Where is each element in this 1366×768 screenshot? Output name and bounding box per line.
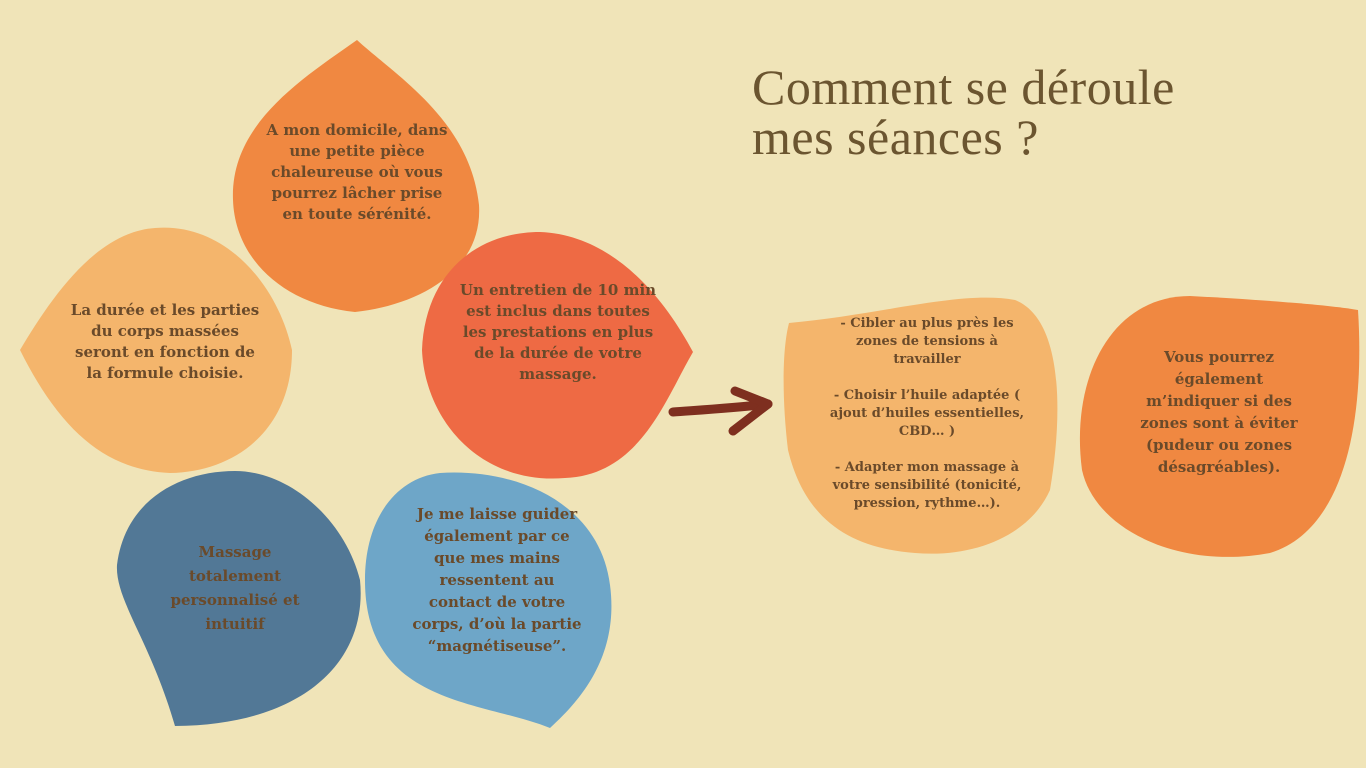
petal-top-shape [232, 40, 480, 312]
petal-right-shape [422, 232, 693, 479]
note-blob-shape [1079, 296, 1360, 557]
title-line-1: Comment se déroule [752, 59, 1175, 115]
petal-bottom-right-shape [365, 472, 612, 728]
page-title: Comment se déroule mes séances ? [752, 62, 1332, 162]
detail-item-3: - Adapter mon massage à votre sensibilit… [832, 460, 1022, 511]
petal-left-shape [20, 227, 292, 473]
details-blob-shape [783, 297, 1058, 554]
petal-right-text: Un entretien de 10 min est inclus dans t… [459, 281, 657, 383]
arrow-shaft [668, 399, 773, 417]
petal-left-text: La durée et les parties du corps massées… [70, 301, 260, 382]
details-list: - Cibler au plus près les zones de tensi… [824, 315, 1030, 513]
title-line-2: mes séances ? [752, 109, 1039, 165]
petal-bottom-left-shape [116, 471, 361, 726]
arrow-head [728, 386, 773, 436]
petal-bottom-right-text: Je me laisse guider également par ce que… [412, 505, 582, 655]
petal-top-text: A mon domicile, dans une petite pièce ch… [266, 121, 448, 223]
petal-bottom-left-text: Massage totalement personnalisé et intui… [170, 543, 300, 633]
detail-item-2: - Choisir l’huile adaptée ( ajout d’huil… [829, 388, 1025, 439]
detail-item-1: - Cibler au plus près les zones de tensi… [840, 316, 1014, 367]
note-text: Vous pourrez également m’indiquer si des… [1140, 348, 1298, 476]
